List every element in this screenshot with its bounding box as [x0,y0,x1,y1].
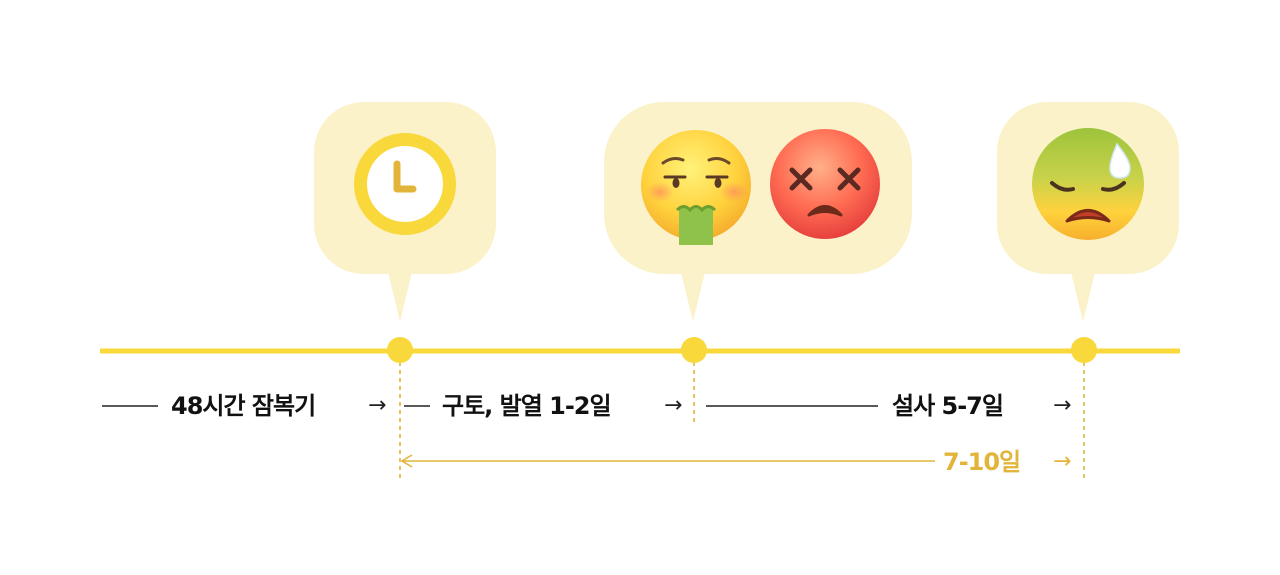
timeline-dot-1 [387,337,413,363]
timeline-dot-2 [681,337,707,363]
total-duration-label: 7-10일 [935,442,1029,482]
stage-2-arrow: → [664,393,683,418]
bubble-diarrhea [997,102,1179,322]
sweating-sad-face-icon [1032,128,1144,240]
timeline-dot-3 [1071,337,1097,363]
stage-3-arrow: → [1053,393,1072,418]
nauseated-face-icon [641,130,751,245]
bubble-symptoms [604,102,912,322]
stage-3-label: 설사 5-7일 [884,386,1011,426]
clock-icon [354,133,456,235]
stage-1-arrow: → [368,393,387,418]
bubble-clock [314,102,496,322]
stage-2-label: 구토, 발열 1-2일 [434,386,619,426]
total-span-arrowhead [400,454,413,468]
dizzy-face-icon [770,129,880,239]
total-duration-arrow: → [1053,449,1072,474]
stage-1-label: 48시간 잠복기 [163,386,324,426]
